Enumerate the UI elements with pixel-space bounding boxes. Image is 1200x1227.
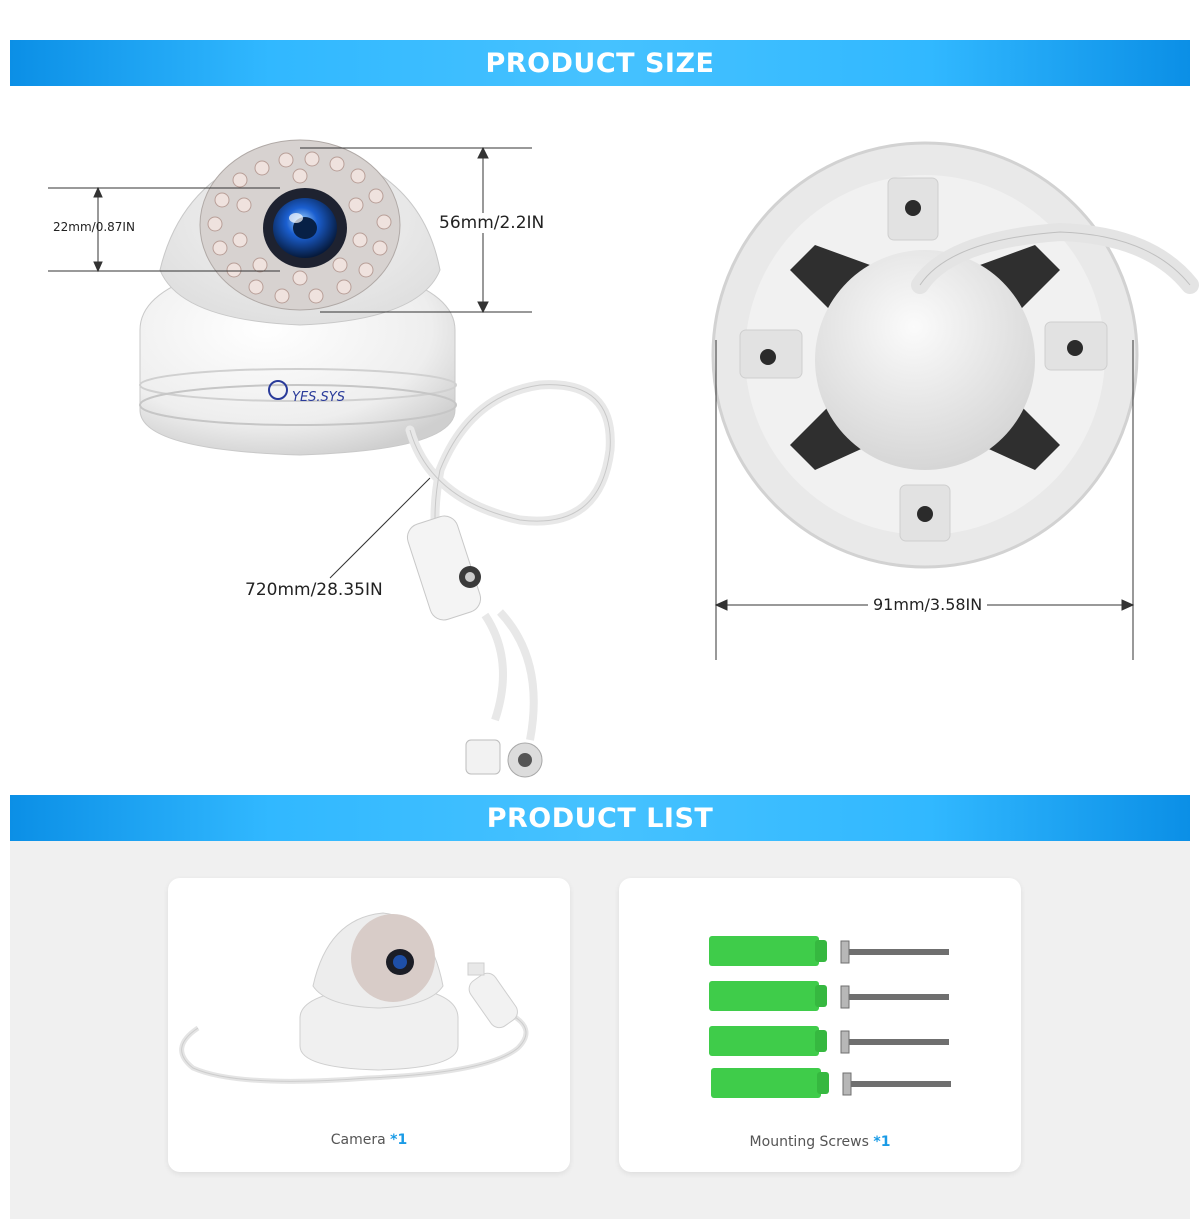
- dome-camera-icon: [179, 912, 529, 1084]
- dome-camera-icon: YES.SYS: [139, 139, 615, 778]
- product-list-title: PRODUCT LIST: [486, 802, 714, 834]
- product-label-camera: Camera *1: [330, 1132, 408, 1148]
- product-size-banner: PRODUCT SIZE: [10, 40, 1190, 86]
- screws-icon: [709, 936, 951, 1098]
- product-list-banner: PRODUCT LIST: [10, 795, 1190, 841]
- screw-icons: [840, 940, 951, 1096]
- height-dimension-label: 56mm/2.2IN: [436, 213, 548, 233]
- svg-text:YES.SYS: YES.SYS: [292, 390, 345, 405]
- lens-dimension-lines: [48, 146, 532, 579]
- diameter-dimension-label: 91mm/3.58IN: [868, 595, 988, 614]
- brand-logo: YES.SYS: [268, 380, 345, 405]
- cable-dimension-label: 720mm/28.35IN: [245, 580, 383, 600]
- product-size-illustration: YES.SYS: [48, 139, 1199, 778]
- lens-dimension-label: 22mm/0.87IN: [53, 220, 135, 234]
- camera-base-icon: [711, 141, 1199, 569]
- product-card-screws: Mounting Screws *1: [619, 878, 1021, 1172]
- wall-anchor-icons: [709, 936, 829, 1098]
- product-size-title: PRODUCT SIZE: [485, 47, 715, 79]
- product-label-screws: Mounting Screws *1: [749, 1134, 891, 1150]
- product-card-camera: Camera *1: [168, 878, 570, 1172]
